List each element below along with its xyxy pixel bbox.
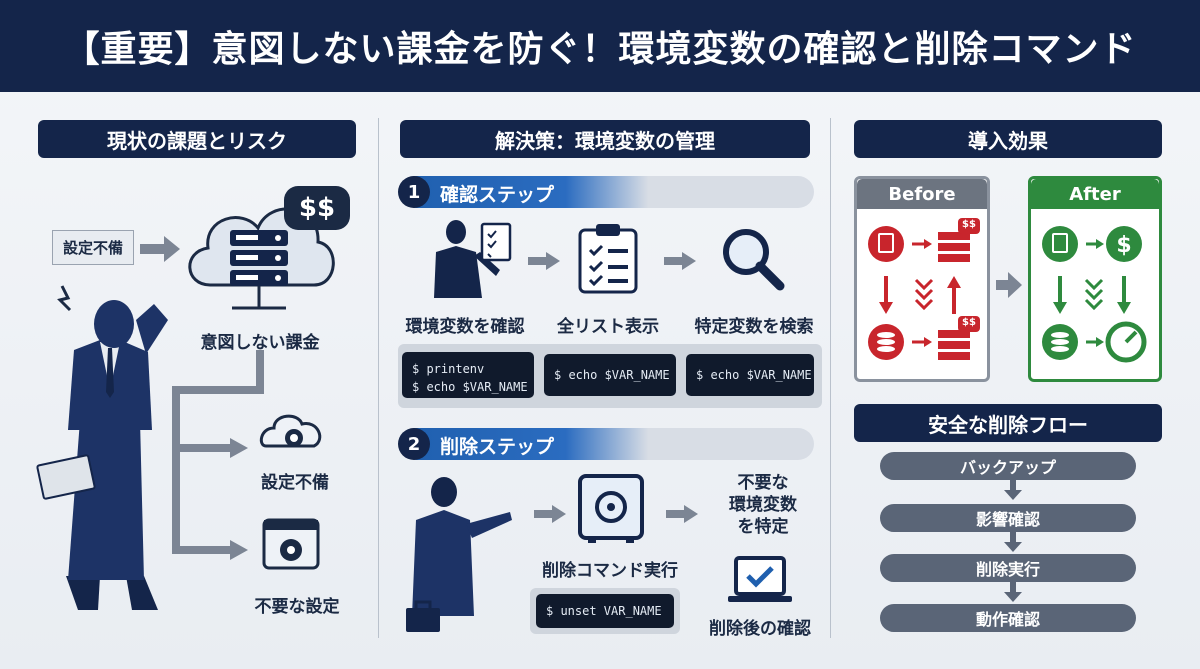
left-item-unneeded: 不要な設定 xyxy=(254,597,340,617)
flow-step-backup: バックアップ xyxy=(880,452,1136,480)
before-diagram xyxy=(868,218,980,360)
step1-item-check: 環境変数を確認 xyxy=(405,317,525,337)
step2-bar xyxy=(400,428,814,460)
stressed-person-illustration xyxy=(36,285,168,610)
flow-arrow xyxy=(1004,490,1022,500)
flow-arrow xyxy=(1004,592,1022,602)
flow-heading: 安全な削除フロー xyxy=(854,404,1162,442)
flow-arrow xyxy=(534,510,554,518)
flow-arrow xyxy=(546,252,560,270)
before-cost-badge: $$ xyxy=(962,317,976,328)
step1-bar xyxy=(400,176,814,208)
column-divider xyxy=(830,118,831,638)
left-item-config: 設定不備 xyxy=(261,473,329,493)
flow-connector xyxy=(1010,582,1016,594)
flow-step-delete: 削除実行 xyxy=(880,554,1136,582)
magnifier-icon xyxy=(723,229,785,291)
after-header: After xyxy=(1031,179,1159,209)
flow-step-impact: 影響確認 xyxy=(880,504,1136,532)
connector-lines xyxy=(172,350,264,560)
flow-arrow xyxy=(664,257,684,265)
step1-number: 1 xyxy=(398,176,430,208)
before-cost-badge: $$ xyxy=(962,219,976,230)
before-header: Before xyxy=(857,179,987,209)
flow-arrow xyxy=(684,505,698,523)
checklist-icon xyxy=(578,224,638,294)
safe-icon xyxy=(578,474,644,543)
after-diagram: $ xyxy=(1042,226,1147,363)
config-issue-tag: 設定不備 xyxy=(52,230,135,265)
flow-arrow xyxy=(682,252,696,270)
left-heading: 現状の課題とリスク xyxy=(38,120,356,158)
flow-arrow xyxy=(666,510,686,518)
step2-after-label: 削除後の確認 xyxy=(709,619,811,639)
gear-icon xyxy=(259,414,322,448)
step1-title: 確認ステップ xyxy=(440,184,555,206)
step2-target-label: 不要な 環境変数 を特定 xyxy=(729,473,797,537)
presenter-icon xyxy=(434,220,512,298)
page-title: 【重要】意図しない課金を防ぐ！環境変数の確認と削除コマンド xyxy=(0,0,1200,92)
flow-arrow xyxy=(528,257,548,265)
svg-text:$: $ xyxy=(1116,233,1131,258)
column-divider xyxy=(378,118,379,638)
right-heading: 導入効果 xyxy=(854,120,1162,158)
step2-title: 削除ステップ xyxy=(440,436,555,458)
middle-heading: 解決策：環境変数の管理 xyxy=(400,120,810,158)
unexpected-billing-label: 意図しない課金 xyxy=(200,333,320,353)
laptop-check-icon xyxy=(728,556,792,602)
step2-exec-label: 削除コマンド実行 xyxy=(542,561,678,581)
flow-connector xyxy=(1010,532,1016,544)
command-echo: $ echo $VAR_NAME xyxy=(686,354,814,396)
command-unset: $ unset VAR_NAME xyxy=(536,594,674,628)
arrow-right-icon xyxy=(140,236,180,262)
settings-window-icon xyxy=(262,518,320,570)
flow-arrow xyxy=(1004,542,1022,552)
flow-step-verify: 動作確認 xyxy=(880,604,1136,632)
step1-item-list: 全リスト表示 xyxy=(557,317,659,337)
presenter-pointing-icon xyxy=(406,477,512,632)
cost-bubble: $$ xyxy=(284,186,350,230)
flow-arrow xyxy=(552,505,566,523)
command-printenv: $ printenv $ echo $VAR_NAME xyxy=(402,352,534,398)
step1-item-search: 特定変数を検索 xyxy=(694,317,814,337)
command-echo: $ echo $VAR_NAME xyxy=(544,354,676,396)
flow-connector xyxy=(1010,480,1016,492)
before-after-arrow xyxy=(996,272,1022,298)
step2-number: 2 xyxy=(398,428,430,460)
